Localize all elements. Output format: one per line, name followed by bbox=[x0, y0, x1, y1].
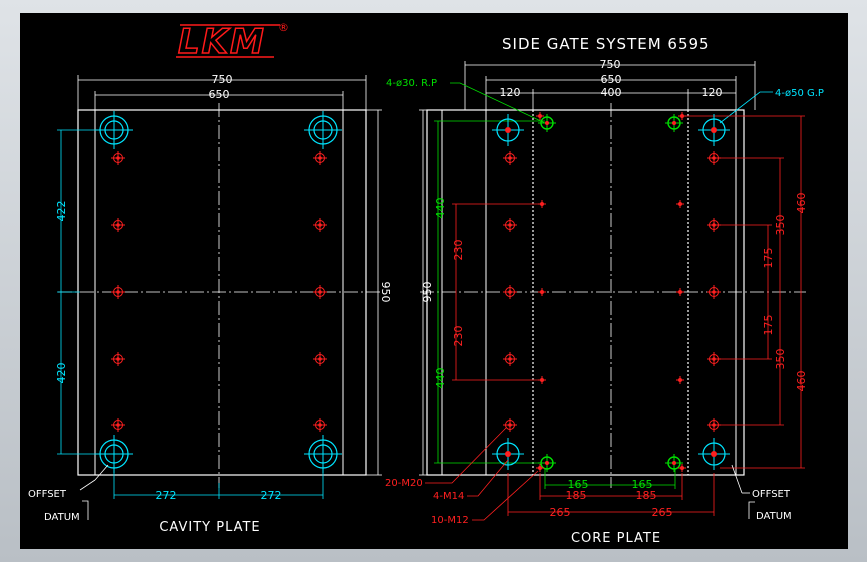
core-plate: 750 650 120 400 120 4-ø30. R.P 4-ø50 G.P… bbox=[385, 58, 824, 546]
cad-drawing: LKM ® SIDE GATE SYSTEM 6595 750 650 950 … bbox=[28, 21, 824, 546]
core-m12-label: 10-M12 bbox=[431, 515, 469, 526]
cavity-datum-label: DATUM bbox=[44, 512, 80, 523]
core-dim-185-left: 185 bbox=[566, 489, 587, 502]
core-guide-pin bbox=[491, 113, 525, 147]
cad-drawing-canvas: LKM ® SIDE GATE SYSTEM 6595 750 650 950 … bbox=[20, 13, 848, 549]
core-bolt-hole bbox=[706, 150, 722, 166]
core-dim-400: 400 bbox=[601, 86, 622, 99]
core-dim-120-right: 120 bbox=[702, 86, 723, 99]
cavity-bolt-hole bbox=[312, 217, 328, 233]
core-dim-230-bottom: 230 bbox=[452, 326, 465, 347]
cavity-plate-outline bbox=[77, 109, 367, 476]
core-dim-750: 750 bbox=[600, 58, 621, 71]
core-dim-265-left: 265 bbox=[550, 506, 571, 519]
core-dim-230-top: 230 bbox=[452, 240, 465, 261]
core-return-pin-label: 4-ø30. R.P bbox=[386, 78, 437, 89]
core-bolt-hole bbox=[502, 150, 518, 166]
cavity-plate: 750 650 950 422 420 272 272 bbox=[28, 73, 392, 535]
core-dim-460-bottom: 460 bbox=[795, 371, 808, 392]
cavity-bolt-hole bbox=[312, 284, 328, 300]
cavity-dim-422: 422 bbox=[55, 201, 68, 222]
core-bolt-hole bbox=[706, 351, 722, 367]
core-m14-label: 4-M14 bbox=[433, 491, 464, 502]
core-dim-460-top: 460 bbox=[795, 193, 808, 214]
core-plate-caption: CORE PLATE bbox=[571, 531, 661, 546]
core-m12-hole bbox=[675, 199, 685, 209]
core-dim-440-top: 440 bbox=[434, 198, 447, 219]
core-dim-175-top: 175 bbox=[762, 248, 775, 269]
core-dim-120-left: 120 bbox=[500, 86, 521, 99]
cavity-dim-420: 420 bbox=[55, 363, 68, 384]
core-m20-label: 20-M20 bbox=[385, 478, 423, 489]
core-dim-165-left: 165 bbox=[568, 478, 589, 491]
core-bolt-hole bbox=[706, 284, 722, 300]
cavity-bolt-hole bbox=[110, 284, 126, 300]
cavity-dim-750: 750 bbox=[212, 73, 233, 86]
core-return-pin bbox=[664, 453, 684, 473]
core-m12-hole bbox=[535, 463, 545, 473]
core-bolt-hole bbox=[502, 417, 518, 433]
cavity-bolt-hole bbox=[312, 417, 328, 433]
core-dim-265-right: 265 bbox=[652, 506, 673, 519]
cavity-plate-caption: CAVITY PLATE bbox=[159, 520, 260, 535]
cavity-dim-950: 950 bbox=[379, 282, 392, 303]
core-bolt-hole bbox=[502, 284, 518, 300]
core-offset-label: OFFSET bbox=[752, 489, 791, 500]
core-bolt-hole bbox=[706, 417, 722, 433]
core-dim-440-bottom: 440 bbox=[434, 368, 447, 389]
core-m12-hole bbox=[537, 375, 547, 385]
cavity-guide-pin bbox=[303, 434, 343, 474]
cavity-guide-pin bbox=[303, 110, 343, 150]
logo-registered-mark: ® bbox=[278, 21, 289, 34]
core-m12-hole bbox=[675, 375, 685, 385]
core-dim-350-top: 350 bbox=[774, 215, 787, 236]
lkm-logo: LKM ® bbox=[176, 21, 289, 63]
cavity-bolt-hole bbox=[312, 351, 328, 367]
core-dim-185-right: 185 bbox=[636, 489, 657, 502]
core-bolt-hole bbox=[706, 217, 722, 233]
cavity-bolt-hole bbox=[312, 150, 328, 166]
cavity-dim-272-left: 272 bbox=[156, 489, 177, 502]
core-dim-165-right: 165 bbox=[632, 478, 653, 491]
core-dim-350-bottom: 350 bbox=[774, 349, 787, 370]
core-bolt-hole bbox=[502, 351, 518, 367]
core-dim-175-bottom: 175 bbox=[762, 315, 775, 336]
core-m12-hole bbox=[537, 287, 547, 297]
core-guide-pin bbox=[491, 437, 525, 471]
cavity-dim-650: 650 bbox=[209, 88, 230, 101]
cavity-bolt-hole bbox=[110, 217, 126, 233]
core-bolt-hole bbox=[502, 217, 518, 233]
cavity-bolt-hole bbox=[110, 417, 126, 433]
core-dim-950: 950 bbox=[421, 282, 434, 303]
cavity-guide-pin bbox=[94, 110, 134, 150]
cavity-guide-pin bbox=[94, 434, 134, 474]
core-dim-650: 650 bbox=[601, 73, 622, 86]
core-m12-hole bbox=[537, 199, 547, 209]
core-guide-pin-label: 4-ø50 G.P bbox=[775, 88, 824, 99]
cavity-bolt-hole bbox=[110, 351, 126, 367]
cavity-offset-label: OFFSET bbox=[28, 489, 67, 500]
cavity-bolt-hole bbox=[110, 150, 126, 166]
core-guide-pin bbox=[697, 437, 731, 471]
logo-text: LKM bbox=[178, 22, 266, 62]
core-m12-hole bbox=[675, 287, 685, 297]
core-datum-label: DATUM bbox=[756, 511, 792, 522]
drawing-title: SIDE GATE SYSTEM 6595 bbox=[502, 35, 710, 53]
cavity-dim-272-right: 272 bbox=[261, 489, 282, 502]
core-plate-outline bbox=[426, 109, 745, 476]
